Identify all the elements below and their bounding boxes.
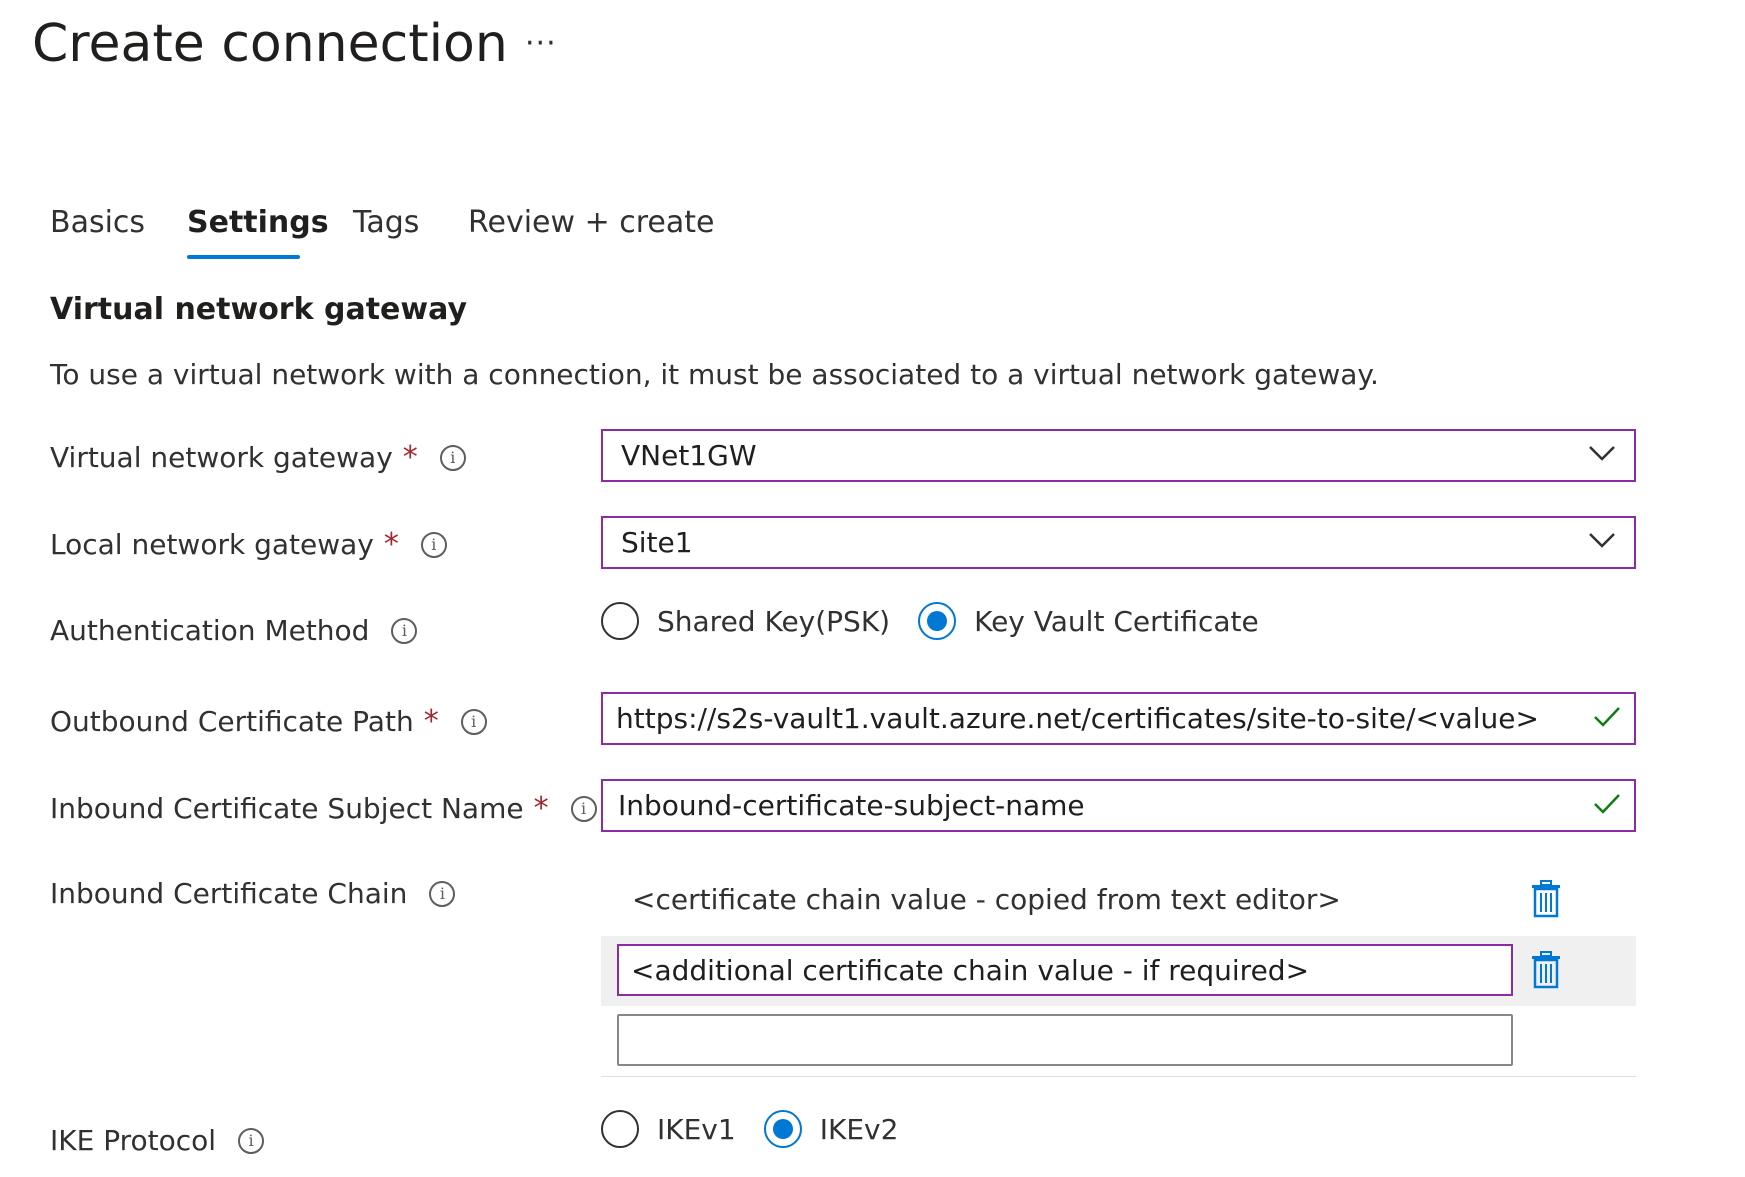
section-title: Virtual network gateway xyxy=(50,292,467,327)
inbound-certificate-subject-name-value: Inbound-certificate-subject-name xyxy=(618,789,1085,822)
certificate-chain-entry-2-value: <additional certificate chain value - if… xyxy=(631,953,1310,987)
virtual-network-gateway-dropdown[interactable]: VNet1GW xyxy=(601,429,1636,482)
page-title: Create connection xyxy=(32,14,508,74)
virtual-network-gateway-label: Virtual network gateway * i xyxy=(50,440,466,475)
active-tab-indicator xyxy=(187,255,300,259)
authentication-method-radio-group: Shared Key(PSK) Key Vault Certificate xyxy=(601,602,1287,640)
radio-ikev2[interactable] xyxy=(763,1110,802,1148)
info-icon[interactable]: i xyxy=(429,880,456,907)
radio-shared-key-label[interactable]: Shared Key(PSK) xyxy=(657,604,891,638)
divider xyxy=(601,1076,1636,1077)
outbound-certificate-path-value: https://s2s-vault1.vault.azure.net/certi… xyxy=(616,702,1539,735)
ike-protocol-label-text: IKE Protocol xyxy=(50,1124,217,1157)
authentication-method-label-text: Authentication Method xyxy=(50,614,370,647)
inbound-certificate-subject-name-input[interactable]: Inbound-certificate-subject-name xyxy=(601,779,1636,832)
info-icon[interactable]: i xyxy=(238,1127,265,1154)
info-icon[interactable]: i xyxy=(439,444,466,471)
local-network-gateway-dropdown[interactable]: Site1 xyxy=(601,516,1636,569)
inbound-certificate-chain-label: Inbound Certificate Chain i xyxy=(50,877,456,910)
virtual-network-gateway-value: VNet1GW xyxy=(621,439,757,472)
ike-protocol-radio-group: IKEv1 IKEv2 xyxy=(601,1110,926,1148)
required-marker: * xyxy=(402,440,418,475)
local-network-gateway-label: Local network gateway * i xyxy=(50,527,447,562)
virtual-network-gateway-label-text: Virtual network gateway xyxy=(50,441,393,474)
outbound-certificate-path-label: Outbound Certificate Path * i xyxy=(50,704,487,739)
certificate-chain-entry-2-input[interactable]: <additional certificate chain value - if… xyxy=(617,944,1513,996)
trash-icon[interactable] xyxy=(1530,880,1562,918)
tab-basics[interactable]: Basics xyxy=(50,205,146,240)
inbound-certificate-subject-name-label-text: Inbound Certificate Subject Name xyxy=(50,792,524,825)
required-marker: * xyxy=(383,527,399,562)
tab-review-create[interactable]: Review + create xyxy=(468,205,715,240)
local-network-gateway-label-text: Local network gateway xyxy=(50,528,374,561)
outbound-certificate-path-input[interactable]: https://s2s-vault1.vault.azure.net/certi… xyxy=(601,692,1636,745)
radio-selected-dot xyxy=(772,1119,793,1139)
info-icon[interactable]: i xyxy=(460,708,487,735)
tab-settings[interactable]: Settings xyxy=(187,205,329,240)
trash-icon[interactable] xyxy=(1530,951,1562,989)
certificate-chain-new-entry-input[interactable] xyxy=(617,1014,1513,1066)
info-icon[interactable]: i xyxy=(420,531,447,558)
ike-protocol-label: IKE Protocol i xyxy=(50,1124,265,1157)
outbound-certificate-path-label-text: Outbound Certificate Path xyxy=(50,705,414,738)
section-description: To use a virtual network with a connecti… xyxy=(50,358,1379,391)
chevron-down-icon xyxy=(1589,533,1615,548)
radio-key-vault-certificate-label[interactable]: Key Vault Certificate xyxy=(974,604,1259,638)
info-icon[interactable]: i xyxy=(391,617,418,644)
radio-ikev2-label[interactable]: IKEv2 xyxy=(819,1112,899,1146)
more-options-button[interactable]: ··· xyxy=(525,26,557,61)
certificate-chain-entry-1[interactable]: <certificate chain value - copied from t… xyxy=(632,883,1341,916)
authentication-method-label: Authentication Method i xyxy=(50,614,418,647)
radio-shared-key[interactable] xyxy=(601,602,639,640)
required-marker: * xyxy=(423,704,439,739)
tab-tags[interactable]: Tags xyxy=(353,205,420,240)
checkmark-icon xyxy=(1594,794,1620,814)
local-network-gateway-value: Site1 xyxy=(621,526,693,559)
required-marker: * xyxy=(533,791,549,826)
info-icon[interactable]: i xyxy=(570,795,597,822)
radio-ikev1-label[interactable]: IKEv1 xyxy=(657,1112,736,1146)
chevron-down-icon xyxy=(1589,446,1615,461)
radio-ikev1[interactable] xyxy=(601,1110,639,1148)
checkmark-icon xyxy=(1594,707,1620,727)
radio-selected-dot xyxy=(927,611,948,631)
radio-key-vault-certificate[interactable] xyxy=(918,602,957,640)
inbound-certificate-chain-label-text: Inbound Certificate Chain xyxy=(50,877,408,910)
inbound-certificate-subject-name-label: Inbound Certificate Subject Name * i xyxy=(50,791,597,826)
